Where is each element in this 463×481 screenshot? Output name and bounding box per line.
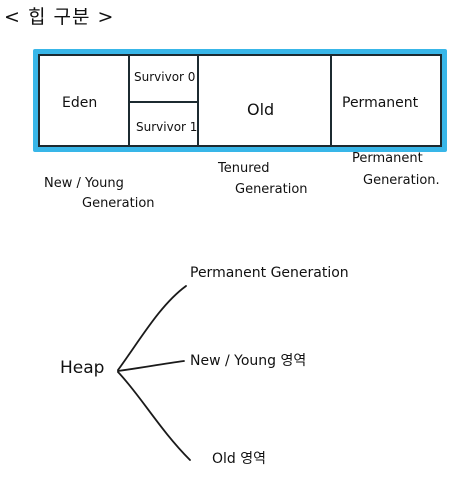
heap-bar-frame: Eden Survivor 0 Survivor 1 Old Permanent — [38, 54, 442, 147]
permanent-cell: Permanent — [332, 56, 440, 145]
old-cell: Old — [199, 56, 332, 145]
eden-label: Eden — [62, 95, 98, 111]
tree-root-heap: Heap — [60, 358, 105, 378]
survivor1-label: Survivor 1 — [136, 120, 198, 134]
diagram-title: < 힙 구분 > — [4, 6, 115, 28]
branch-permanent — [117, 285, 187, 371]
branch-old — [117, 371, 191, 461]
tree-branch-permanent: Permanent Generation — [190, 265, 349, 281]
survivor-cell: Survivor 0 Survivor 1 — [130, 56, 199, 145]
permanent-gen-line1: Permanent — [352, 151, 423, 166]
permanent-label: Permanent — [342, 95, 419, 111]
tree-branch-new-young: New / Young 영역 — [190, 353, 307, 369]
branch-new-young — [117, 360, 185, 372]
tenured-gen-line1: Tenured — [218, 161, 270, 176]
survivor-divider — [130, 101, 197, 103]
permanent-gen-line2: Generation. — [363, 173, 440, 188]
new-young-gen-line1: New / Young — [44, 176, 124, 191]
old-label: Old — [247, 100, 275, 119]
tenured-gen-line2: Generation — [235, 182, 308, 197]
survivor0-label: Survivor 0 — [134, 70, 196, 84]
new-young-gen-line2: Generation — [82, 196, 155, 211]
eden-cell: Eden — [40, 56, 130, 145]
heap-memory-bar: Eden Survivor 0 Survivor 1 Old Permanent — [33, 49, 447, 152]
tree-branch-old: Old 영역 — [212, 451, 267, 467]
